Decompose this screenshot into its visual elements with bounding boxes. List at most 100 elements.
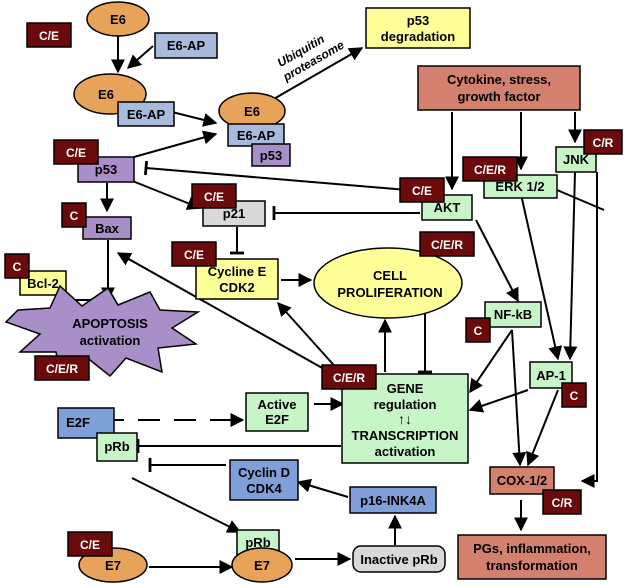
- arrow-gene-to-bax: [116, 252, 341, 379]
- tag-bcl2: C: [4, 253, 30, 279]
- e6ap-mid-box: [117, 101, 175, 127]
- ubiquitin-label: Ubiquitin proteasome: [275, 32, 347, 85]
- tag-gene-regulation: C/E/R: [321, 364, 377, 390]
- svg-text:C/E/R: C/E/R: [431, 238, 463, 252]
- e6ap-top-label: E6-AP: [167, 38, 206, 53]
- tag-p53: C/E: [53, 139, 99, 165]
- bax-label: Bax: [95, 221, 120, 236]
- svg-text:C/E/R: C/E/R: [333, 371, 365, 385]
- node-cytokine: Cytokine, stress, growth factor: [417, 65, 581, 111]
- e6ap-complex-label: E6-AP: [237, 128, 276, 143]
- node-bax: Bax: [82, 216, 132, 240]
- node-e6-top: E6: [86, 1, 150, 37]
- e6ap-top-box: [154, 32, 218, 59]
- gene-line2: regulation: [374, 397, 437, 412]
- tag-e7: C/E: [67, 531, 113, 557]
- tag-nfkb: C: [465, 317, 491, 343]
- ap1-label: AP-1: [536, 368, 566, 383]
- tag-akt: C/E: [399, 177, 445, 203]
- svg-text:C: C: [474, 324, 483, 338]
- active-e2f-line1: Active: [257, 397, 296, 412]
- svg-text:C: C: [70, 209, 79, 223]
- arrow-nfkb-to-cox: [511, 329, 527, 467]
- arrow-prb-to-e7-complex: [131, 477, 242, 533]
- node-e2f: E2F pRb: [57, 407, 138, 462]
- node-p53-degradation: p53 degradation: [365, 7, 471, 49]
- node-e7-complex: pRb E7: [231, 529, 293, 583]
- tag-bax: C: [61, 202, 87, 228]
- p53-label: p53: [95, 162, 117, 177]
- apoptosis-line2: activation: [80, 333, 141, 348]
- arrow-p53-to-complex: [133, 130, 218, 158]
- cytokine-line2: growth factor: [457, 89, 540, 104]
- tag-p21: C/E: [191, 183, 237, 209]
- e6-complex-label: E6: [244, 104, 260, 119]
- erk-label: ERK 1/2: [495, 179, 544, 194]
- node-akt: AKT: [421, 194, 473, 221]
- cytokine-line1: Cytokine, stress,: [447, 72, 551, 87]
- e7-complex-label: E7: [254, 558, 270, 573]
- arrow-ap1-to-cox: [526, 389, 559, 467]
- gene-line1: GENE: [387, 381, 424, 396]
- arrow-erk-to-ap1: [519, 189, 563, 361]
- p53-degradation-line2: degradation: [381, 29, 455, 44]
- up-down-arrows-icon: ↑↓: [398, 411, 412, 427]
- prb-e7-label: pRb: [245, 535, 270, 550]
- cyclind-line1: Cyclin D: [238, 465, 290, 480]
- svg-text:C/E: C/E: [184, 248, 204, 262]
- cell-proliferation-oval: [313, 247, 463, 319]
- arrow-akt-to-nfkb: [475, 219, 519, 303]
- node-p16: p16-INK4A: [349, 486, 437, 514]
- tag-cycline: C/E: [171, 241, 217, 267]
- p53-degradation-line1: p53: [407, 13, 429, 28]
- svg-text:C/E: C/E: [412, 184, 432, 198]
- node-gene-regulation: GENE regulation ↑↓ TRANSCRIPTION activat…: [341, 373, 469, 464]
- cell-proliferation-line2: PROLIFERATION: [337, 285, 442, 300]
- svg-text:C/E/R: C/E/R: [46, 362, 78, 376]
- e6ap-mid-label: E6-AP: [127, 107, 166, 122]
- apoptosis-starburst: [4, 284, 201, 378]
- node-pgs: PGs, inflammation, transformation: [457, 534, 607, 580]
- node-cyclind: Cyclin D CDK4: [229, 459, 299, 501]
- p16-box: [349, 486, 437, 514]
- arrow-nfkb-to-gene: [469, 329, 513, 394]
- e6-top-oval: [86, 1, 150, 37]
- tag-cox: C/R: [542, 489, 582, 515]
- pgs-line1: PGs, inflammation,: [473, 541, 591, 556]
- arrow-e6ap-to-e6-mid: [126, 45, 154, 69]
- svg-text:C/E: C/E: [66, 146, 86, 160]
- p53-complex-box: [251, 143, 291, 167]
- jnk-label: JNK: [563, 152, 590, 167]
- bcl2-label: Bcl-2: [27, 276, 59, 291]
- tag-e6: C/E: [26, 22, 72, 48]
- node-e6-mid: E6 E6-AP: [73, 73, 175, 127]
- p21-label: p21: [223, 206, 245, 221]
- svg-text:C/E: C/E: [204, 190, 224, 204]
- gene-line3: TRANSCRIPTION: [352, 428, 459, 443]
- cox-label: COX-1/2: [497, 473, 548, 488]
- cell-proliferation-line1: CELL: [373, 268, 407, 283]
- node-active-e2f: Active E2F: [245, 392, 309, 432]
- arrow-gene-to-cyclinE: [277, 301, 341, 373]
- tag-erk: C/E/R: [462, 156, 518, 182]
- node-cell-proliferation: CELL PROLIFERATION: [313, 247, 463, 319]
- svg-text:C/E: C/E: [39, 29, 59, 43]
- svg-text:C/R: C/R: [593, 136, 614, 150]
- p53-complex-label: p53: [260, 148, 282, 163]
- akt-box: [421, 194, 473, 221]
- arrow-jnk-to-ap1: [563, 171, 578, 361]
- tag-jnk: C/R: [583, 129, 623, 155]
- arrow-p16-to-cyclinD: [296, 478, 349, 498]
- prb-box: [96, 432, 138, 462]
- e6-mid-label: E6: [98, 87, 114, 102]
- svg-text:C/R: C/R: [552, 496, 573, 510]
- cycline-line2: CDK2: [219, 280, 254, 295]
- bax-box: [82, 216, 132, 240]
- node-nfkb: NF-kB: [484, 301, 542, 328]
- e7-label: E7: [105, 558, 121, 573]
- gene-line4: activation: [375, 444, 436, 459]
- inhibit-akt-p53: [144, 160, 408, 191]
- svg-text:C/E/R: C/E/R: [474, 163, 506, 177]
- inactive-prb-box: [352, 545, 446, 573]
